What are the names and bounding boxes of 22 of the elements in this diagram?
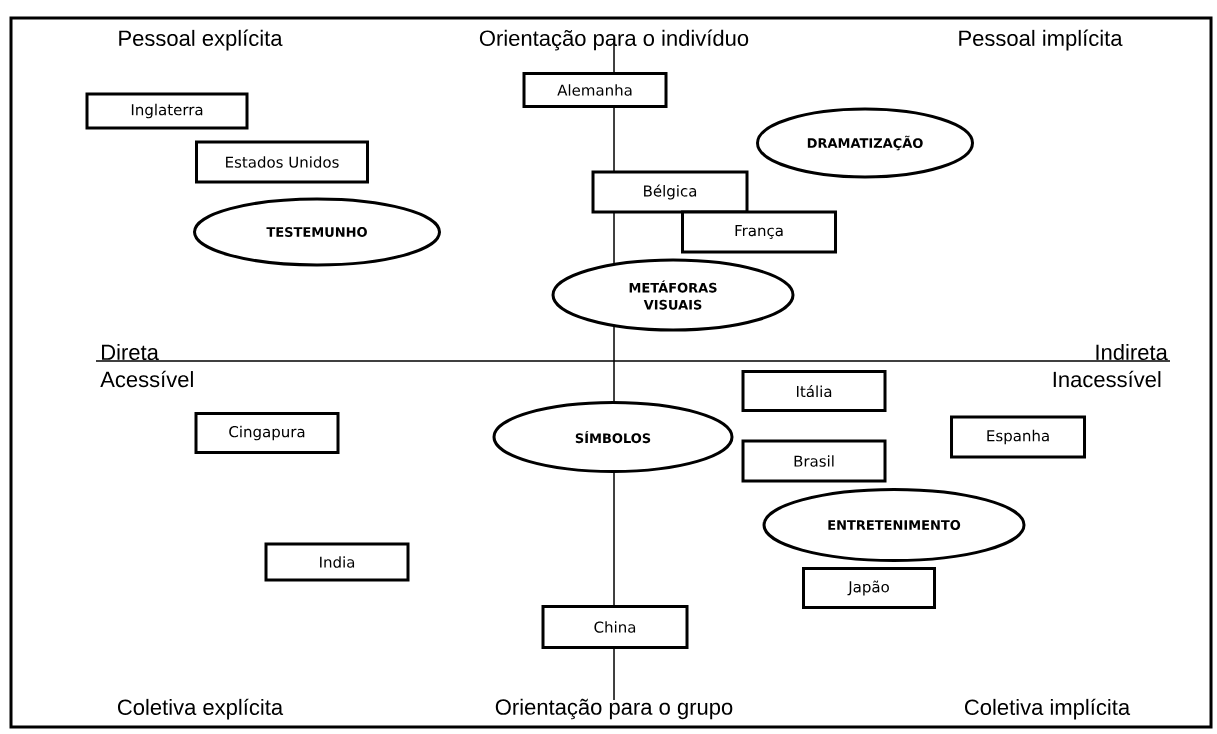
axis-label: Acessível [100,370,193,388]
country-box: Espanha [950,415,1086,459]
country-box: Brasil [741,439,887,483]
axis-label: Direta [102,343,159,361]
axis-label: Pessoal implícita [959,29,1123,51]
country-box: Japão [802,567,936,609]
axis-label: Orientação para o indivíduo [479,29,749,51]
country-box: Inglaterra [85,92,249,130]
axis-label: Coletiva explícita [117,698,284,720]
country-box: Itália [741,370,887,412]
country-box: França [681,210,837,254]
country-box: Estados Unidos [195,140,369,184]
axis-label: Indireta [1096,343,1168,361]
country-box: China [541,605,689,649]
axis-label: Pessoal explícita [119,29,283,51]
axis-label: Orientação para o grupo [495,698,733,720]
axis-label: Coletiva implícita [965,698,1131,720]
country-box: Bélgica [591,170,749,214]
country-box: India [264,542,410,582]
axis-label: Inacessível [1053,370,1161,388]
country-box: Alemanha [522,72,668,108]
country-box: Cingapura [194,412,340,454]
